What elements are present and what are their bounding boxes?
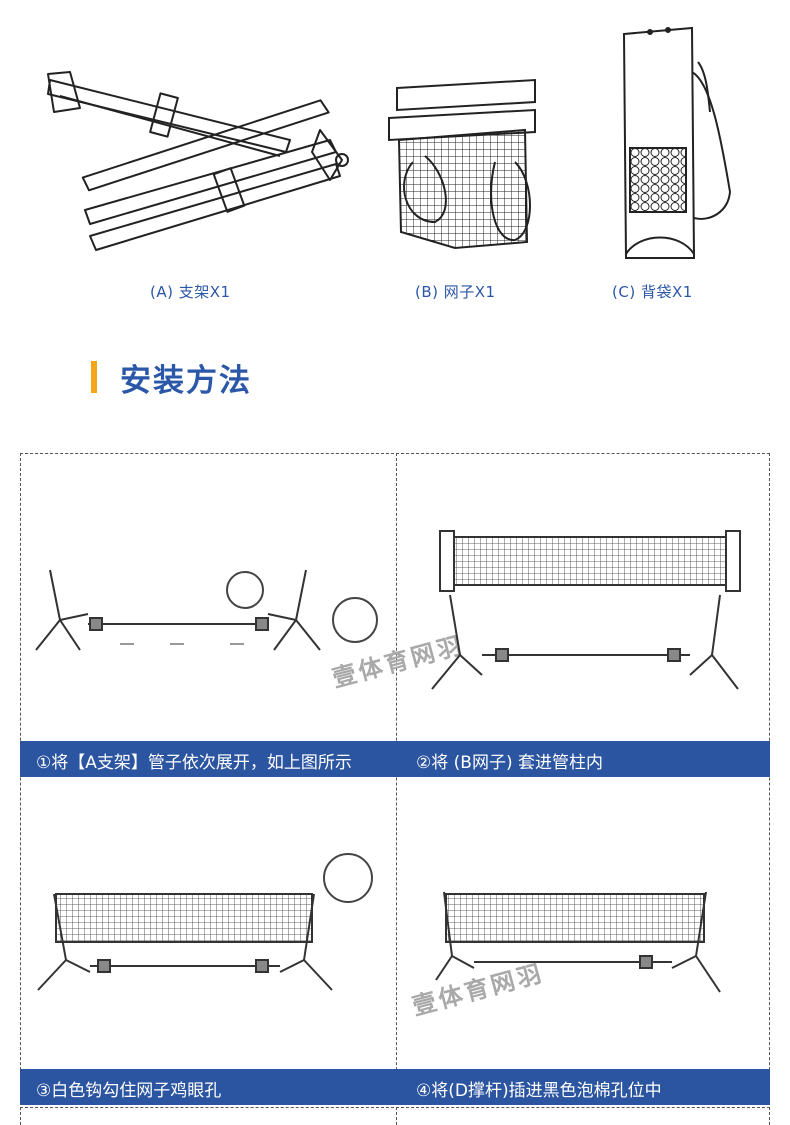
steps-vertical-divider bbox=[396, 453, 397, 1125]
steps-horizontal-divider bbox=[20, 1107, 770, 1108]
part-b-label: (B) 网子X1 bbox=[415, 283, 496, 301]
step3-hook-illustration bbox=[37, 853, 373, 991]
part-a-frame-illustration bbox=[47, 71, 349, 251]
section-accent-bar bbox=[91, 361, 97, 393]
step4-pole-insert-illustration bbox=[435, 891, 721, 993]
step2-net-insert-illustration bbox=[431, 530, 741, 690]
part-b-net-illustration bbox=[388, 78, 536, 250]
section-title: 安装方法 bbox=[120, 363, 252, 399]
steps-frame bbox=[20, 453, 770, 1125]
step2-caption: ②将 (B网子) 套进管柱内 bbox=[416, 753, 603, 773]
step1-frame-spread-illustration bbox=[35, 569, 378, 651]
part-c-label: (C) 背袋X1 bbox=[612, 283, 693, 301]
caption-band-top: ①将【A支架】管子依次展开，如上图所示 ②将 (B网子) 套进管柱内 bbox=[20, 741, 770, 777]
part-a-label: (A) 支架X1 bbox=[150, 283, 231, 301]
step3-caption: ③白色钩勾住网子鸡眼孔 bbox=[36, 1081, 222, 1101]
step1-caption: ①将【A支架】管子依次展开，如上图所示 bbox=[36, 753, 352, 773]
part-c-bag-illustration bbox=[622, 26, 732, 259]
step4-caption: ④将(D撑杆)插进黑色泡棉孔位中 bbox=[416, 1081, 662, 1101]
caption-band-bottom: ③白色钩勾住网子鸡眼孔 ④将(D撑杆)插进黑色泡棉孔位中 bbox=[20, 1069, 770, 1105]
